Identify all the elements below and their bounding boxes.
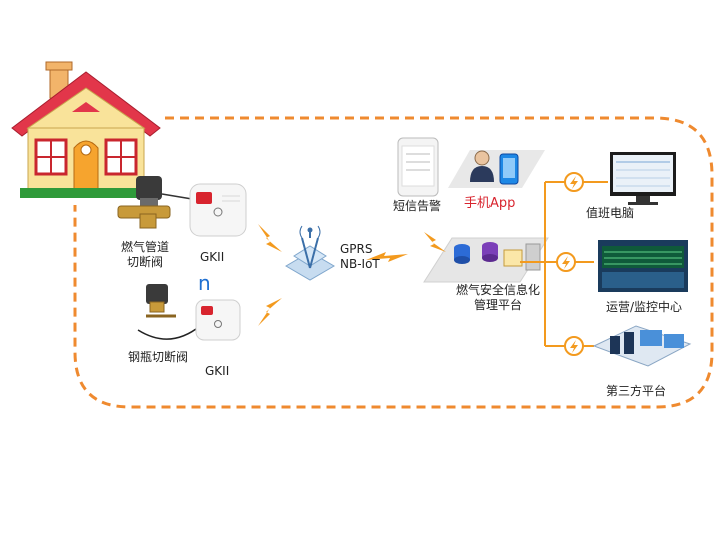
platform-label: 燃气安全信息化 管理平台 — [455, 283, 540, 312]
gkii-bottom-label: GKII — [205, 364, 230, 378]
gkii-sensor-icon — [195, 299, 241, 341]
network-label: GPRS NB-IoT — [340, 242, 380, 271]
third-party-icon — [592, 325, 692, 367]
app-panel — [448, 150, 545, 188]
lightning-link — [258, 224, 446, 326]
person-icon — [470, 150, 494, 182]
phone-icon — [397, 137, 439, 197]
gas-pipe-valve-label: 燃气管道 切断阀 — [120, 240, 169, 269]
app-phone-icon — [499, 153, 519, 185]
monitor-icon — [610, 152, 676, 205]
control-room-icon — [598, 240, 688, 292]
ops-center-label: 运营/监控中心 — [606, 300, 683, 314]
n-mark: n — [198, 271, 211, 295]
third-party-label: 第三方平台 — [606, 384, 667, 398]
house-icon — [8, 60, 163, 202]
duty-pc-label: 值班电脑 — [586, 206, 635, 220]
server-icon — [454, 242, 541, 271]
lightning-icon — [556, 172, 584, 356]
valve-icon — [117, 176, 199, 229]
mobile-app-label: 手机App — [464, 196, 516, 211]
cylinder-valve-icon — [137, 284, 201, 340]
cylinder-valve-label: 钢瓶切断阀 — [128, 350, 189, 364]
sms-alarm-label: 短信告警 — [393, 199, 442, 213]
gkii-top-label: GKII — [200, 250, 225, 264]
tower-icon — [285, 225, 335, 281]
dashed-boundary — [73, 116, 714, 409]
gkii-sensor-icon — [189, 183, 247, 237]
